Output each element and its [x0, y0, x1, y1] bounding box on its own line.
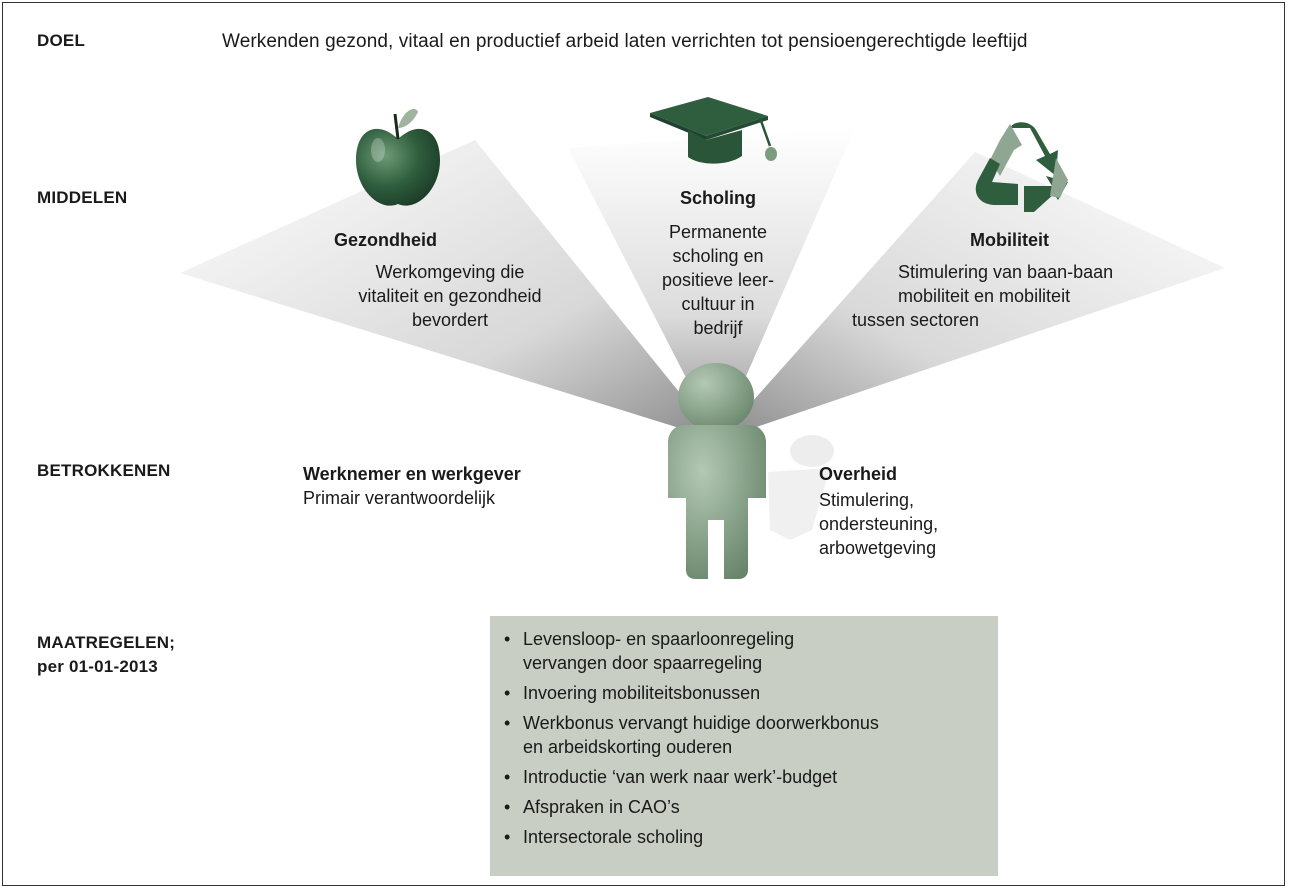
- bullet-icon: •: [504, 767, 511, 787]
- employee-employer-text: Primair verantwoordelijk: [303, 488, 496, 508]
- government-title: Overheid: [819, 464, 898, 484]
- bullet-icon: •: [504, 713, 511, 733]
- apple-icon: [356, 109, 440, 206]
- fan-wedge-health: [180, 140, 718, 440]
- means-label: MIDDELEN: [37, 188, 128, 207]
- bullet-icon: •: [504, 797, 511, 817]
- bullet-icon: •: [504, 629, 511, 649]
- measures-label-line1: MAATREGELEN;: [37, 633, 176, 652]
- education-title: Scholing: [680, 188, 756, 208]
- stakeholders-label: BETROKKENEN: [37, 461, 171, 480]
- health-title: Gezondheid: [334, 230, 437, 250]
- mobility-title: Mobiliteit: [970, 230, 1049, 250]
- person-shadow: [768, 435, 834, 540]
- education-description: Permanente scholing en positieve leer- c…: [661, 222, 775, 338]
- government-text: Stimulering, ondersteuning, arbowetgevin…: [819, 490, 939, 558]
- measures-box: • Levensloop- en spaarloonregeling verva…: [490, 616, 998, 876]
- recycle-icon: [975, 122, 1068, 212]
- mobility-description: Stimulering van baan-baan mobiliteit en …: [852, 262, 1114, 330]
- employee-employer-title: Werknemer en werkgever: [303, 464, 521, 484]
- person-icon: [668, 363, 766, 579]
- measure-item: • Invoering mobiliteitsbonussen: [504, 683, 761, 703]
- graduation-cap-icon: [650, 97, 777, 164]
- health-description: Werkomgeving die vitaliteit en gezondhei…: [358, 262, 542, 330]
- measure-item: • Introductie ‘van werk naar werk’-budge…: [504, 767, 838, 787]
- bullet-icon: •: [504, 683, 511, 703]
- goal-text: Werkenden gezond, vitaal en productief a…: [222, 31, 1028, 52]
- fan-wedge-mobility: [718, 152, 1225, 440]
- bullet-icon: •: [504, 827, 511, 847]
- fan-wedge-education: [568, 128, 855, 440]
- goal-label: DOEL: [37, 31, 86, 50]
- measures-list: • Levensloop- en spaarloonregeling verva…: [504, 627, 988, 849]
- measure-item: • Levensloop- en spaarloonregeling verva…: [504, 629, 795, 673]
- measure-item: • Afspraken in CAO’s: [504, 797, 680, 817]
- measure-item: • Werkbonus vervangt huidige doorwerkbon…: [504, 713, 879, 757]
- measures-label-line2: per 01-01-2013: [37, 657, 158, 676]
- measure-item: • Intersectorale scholing: [504, 827, 704, 847]
